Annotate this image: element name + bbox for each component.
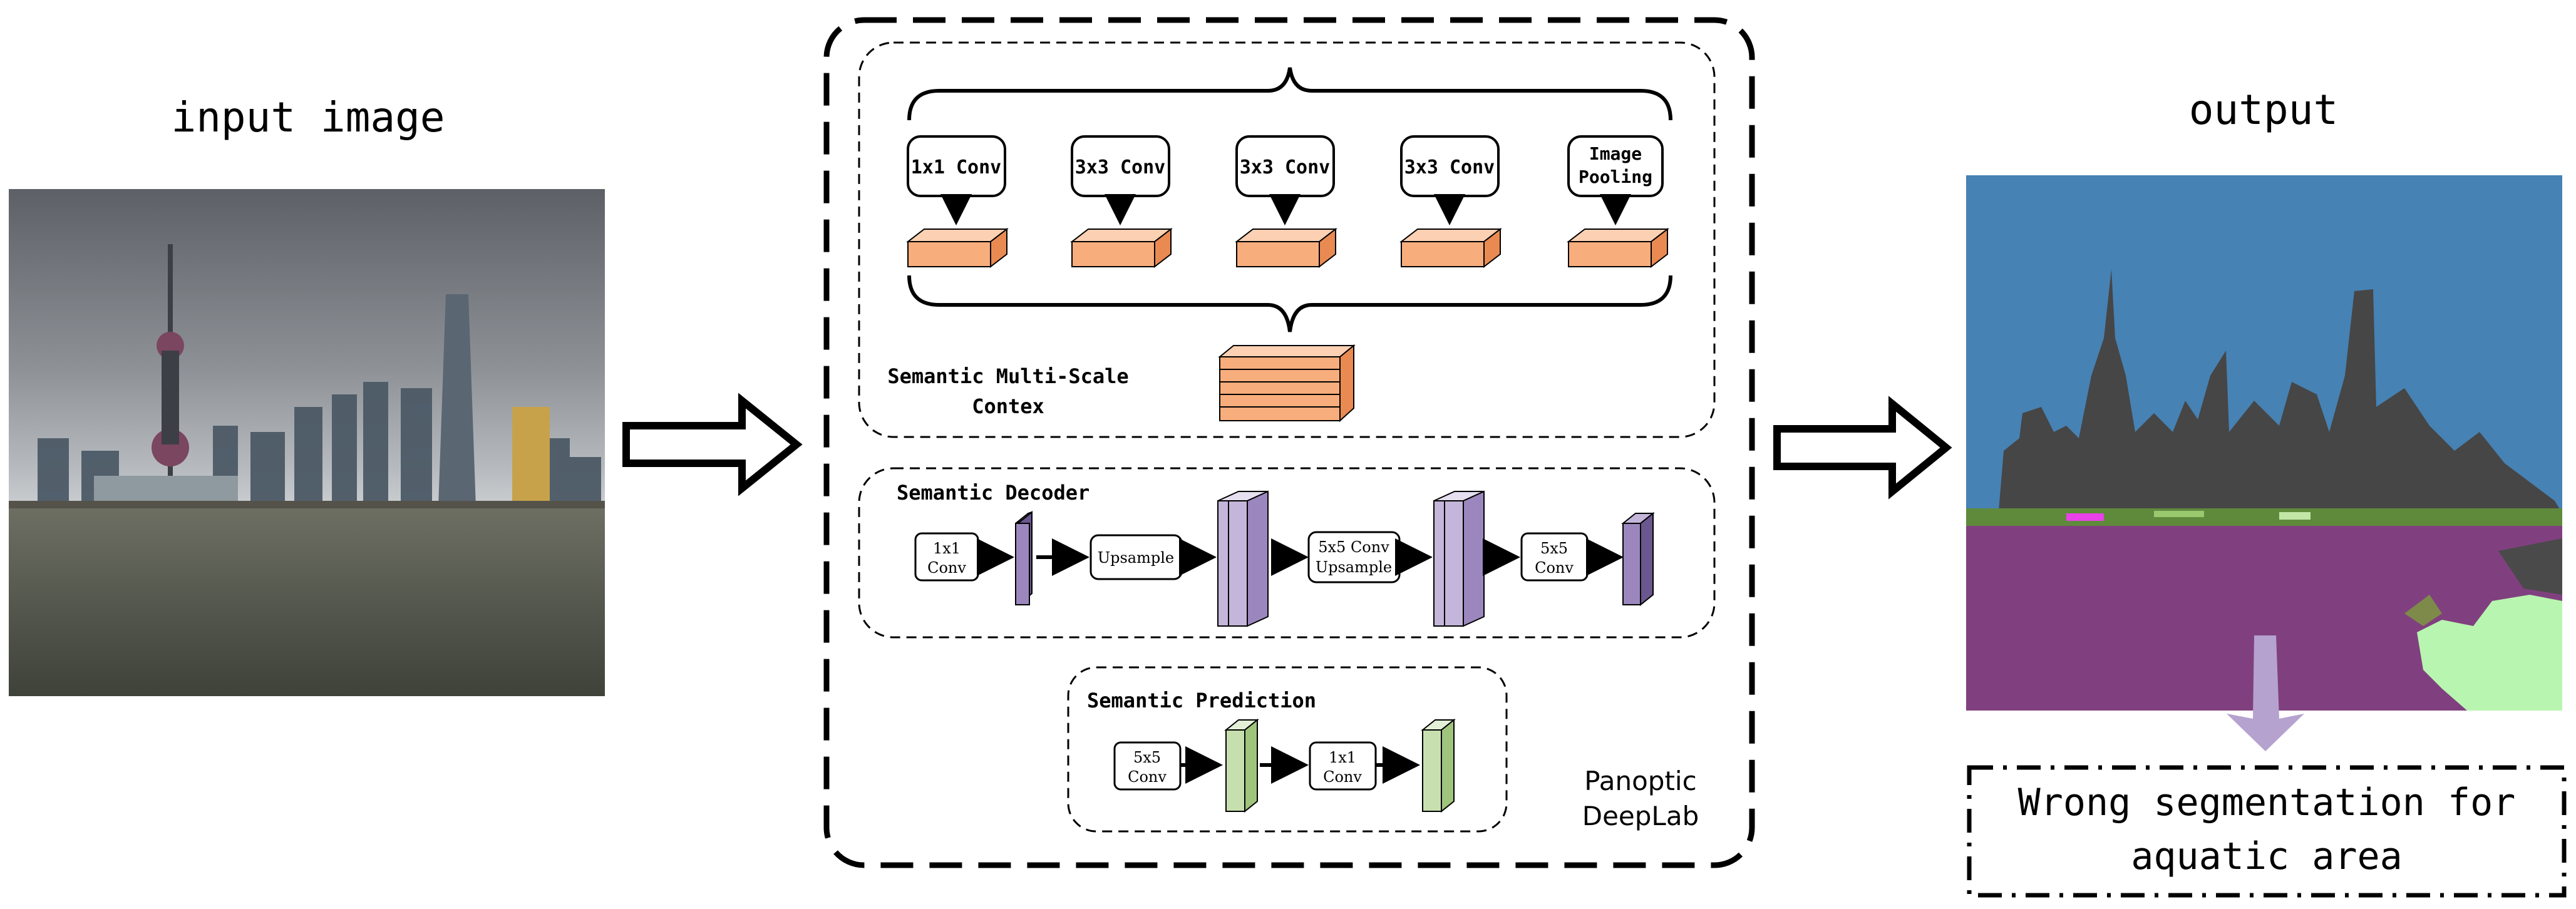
decoder-box xyxy=(858,467,1716,639)
feature-block xyxy=(1070,227,1173,269)
aspp-branch-2: 3x3 Conv xyxy=(1070,135,1173,269)
svg-text:Upsample: Upsample xyxy=(1316,558,1392,576)
tower-shape xyxy=(152,244,189,507)
svg-text:Conv: Conv xyxy=(1323,768,1362,786)
prediction-feature-2 xyxy=(1421,718,1456,813)
highlight-down-arrow xyxy=(2227,635,2304,751)
vegetation-segment xyxy=(2417,595,2562,711)
bottom-brace xyxy=(907,275,1672,332)
svg-text:Conv: Conv xyxy=(1128,768,1167,786)
decoder-conv3: 5x5 Conv xyxy=(1520,532,1589,582)
aspp-branch-3: 3x3 Conv xyxy=(1235,135,1337,269)
concat-feature-stack xyxy=(1218,344,1356,423)
decoder-title: Semantic Decoder xyxy=(897,481,1090,505)
svg-text:Conv: Conv xyxy=(927,559,966,577)
svg-text:5x5 Conv: 5x5 Conv xyxy=(1318,538,1389,556)
prediction-box xyxy=(1067,666,1508,833)
decoder-feature-1 xyxy=(1015,510,1033,605)
svg-text:1x1: 1x1 xyxy=(1329,749,1356,766)
input-image xyxy=(9,189,605,696)
aspp-branch-5: Image Pooling xyxy=(1567,135,1669,269)
branch-label: 1x1 Conv xyxy=(911,157,1002,178)
decoder-conv1: 1x1 Conv xyxy=(914,532,979,582)
prediction-feature-1 xyxy=(1224,718,1259,813)
input-section: input image xyxy=(9,93,605,696)
flow-arrow-input xyxy=(622,393,803,496)
svg-text:Conv: Conv xyxy=(1535,559,1574,577)
model-name-line2: DeepLab xyxy=(1582,801,1699,831)
svg-text:5x5: 5x5 xyxy=(1540,540,1568,557)
branch-label-line1: Image xyxy=(1589,143,1642,164)
aspp-caption-line1: Semantic Multi-Scale xyxy=(887,364,1128,388)
prediction-title: Semantic Prediction xyxy=(1087,689,1316,712)
branch-label: 3x3 Conv xyxy=(1404,157,1495,178)
top-brace xyxy=(907,67,1672,121)
segmentation-output-image xyxy=(1966,175,2562,711)
error-note-line1: Wrong segmentation for xyxy=(2018,781,2516,824)
decoder-conv2: 5x5 Conv Upsample xyxy=(1307,531,1401,583)
decoder-upsample: Upsample xyxy=(1090,534,1183,580)
input-title: input image xyxy=(171,93,445,141)
flow-arrow-output xyxy=(1773,396,1952,500)
error-note-line2: aquatic area xyxy=(2131,835,2402,878)
aspp-branch-4: 3x3 Conv xyxy=(1399,135,1502,269)
building-segment xyxy=(1997,269,2562,526)
feature-block xyxy=(906,227,1009,269)
feature-block xyxy=(1399,227,1502,269)
model-name-line1: Panoptic xyxy=(1584,766,1696,796)
panoptic-deeplab-panel xyxy=(823,17,1755,868)
branch-label: 3x3 Conv xyxy=(1240,157,1331,178)
svg-text:Upsample: Upsample xyxy=(1098,549,1174,567)
prediction-conv2: 1x1 Conv xyxy=(1309,741,1377,791)
aspp-box xyxy=(858,41,1716,438)
branch-label: 3x3 Conv xyxy=(1075,157,1166,178)
error-note-box xyxy=(1967,765,2567,898)
svg-text:5x5: 5x5 xyxy=(1133,749,1161,766)
shanghai-tower-shape xyxy=(438,294,476,507)
branch-label-line2: Pooling xyxy=(1579,167,1652,187)
prediction-conv1: 5x5 Conv xyxy=(1113,741,1182,791)
output-title: output xyxy=(2189,86,2338,134)
feature-block xyxy=(1235,227,1337,269)
aspp-branch-1: 1x1 Conv xyxy=(906,135,1009,269)
aspp-caption-line2: Contex xyxy=(972,394,1044,418)
decoder-feature-3 xyxy=(1433,490,1485,627)
decoder-feature-4 xyxy=(1621,511,1655,607)
svg-text:1x1: 1x1 xyxy=(933,540,961,557)
decoder-feature-2 xyxy=(1217,490,1269,627)
feature-block xyxy=(1567,227,1669,269)
